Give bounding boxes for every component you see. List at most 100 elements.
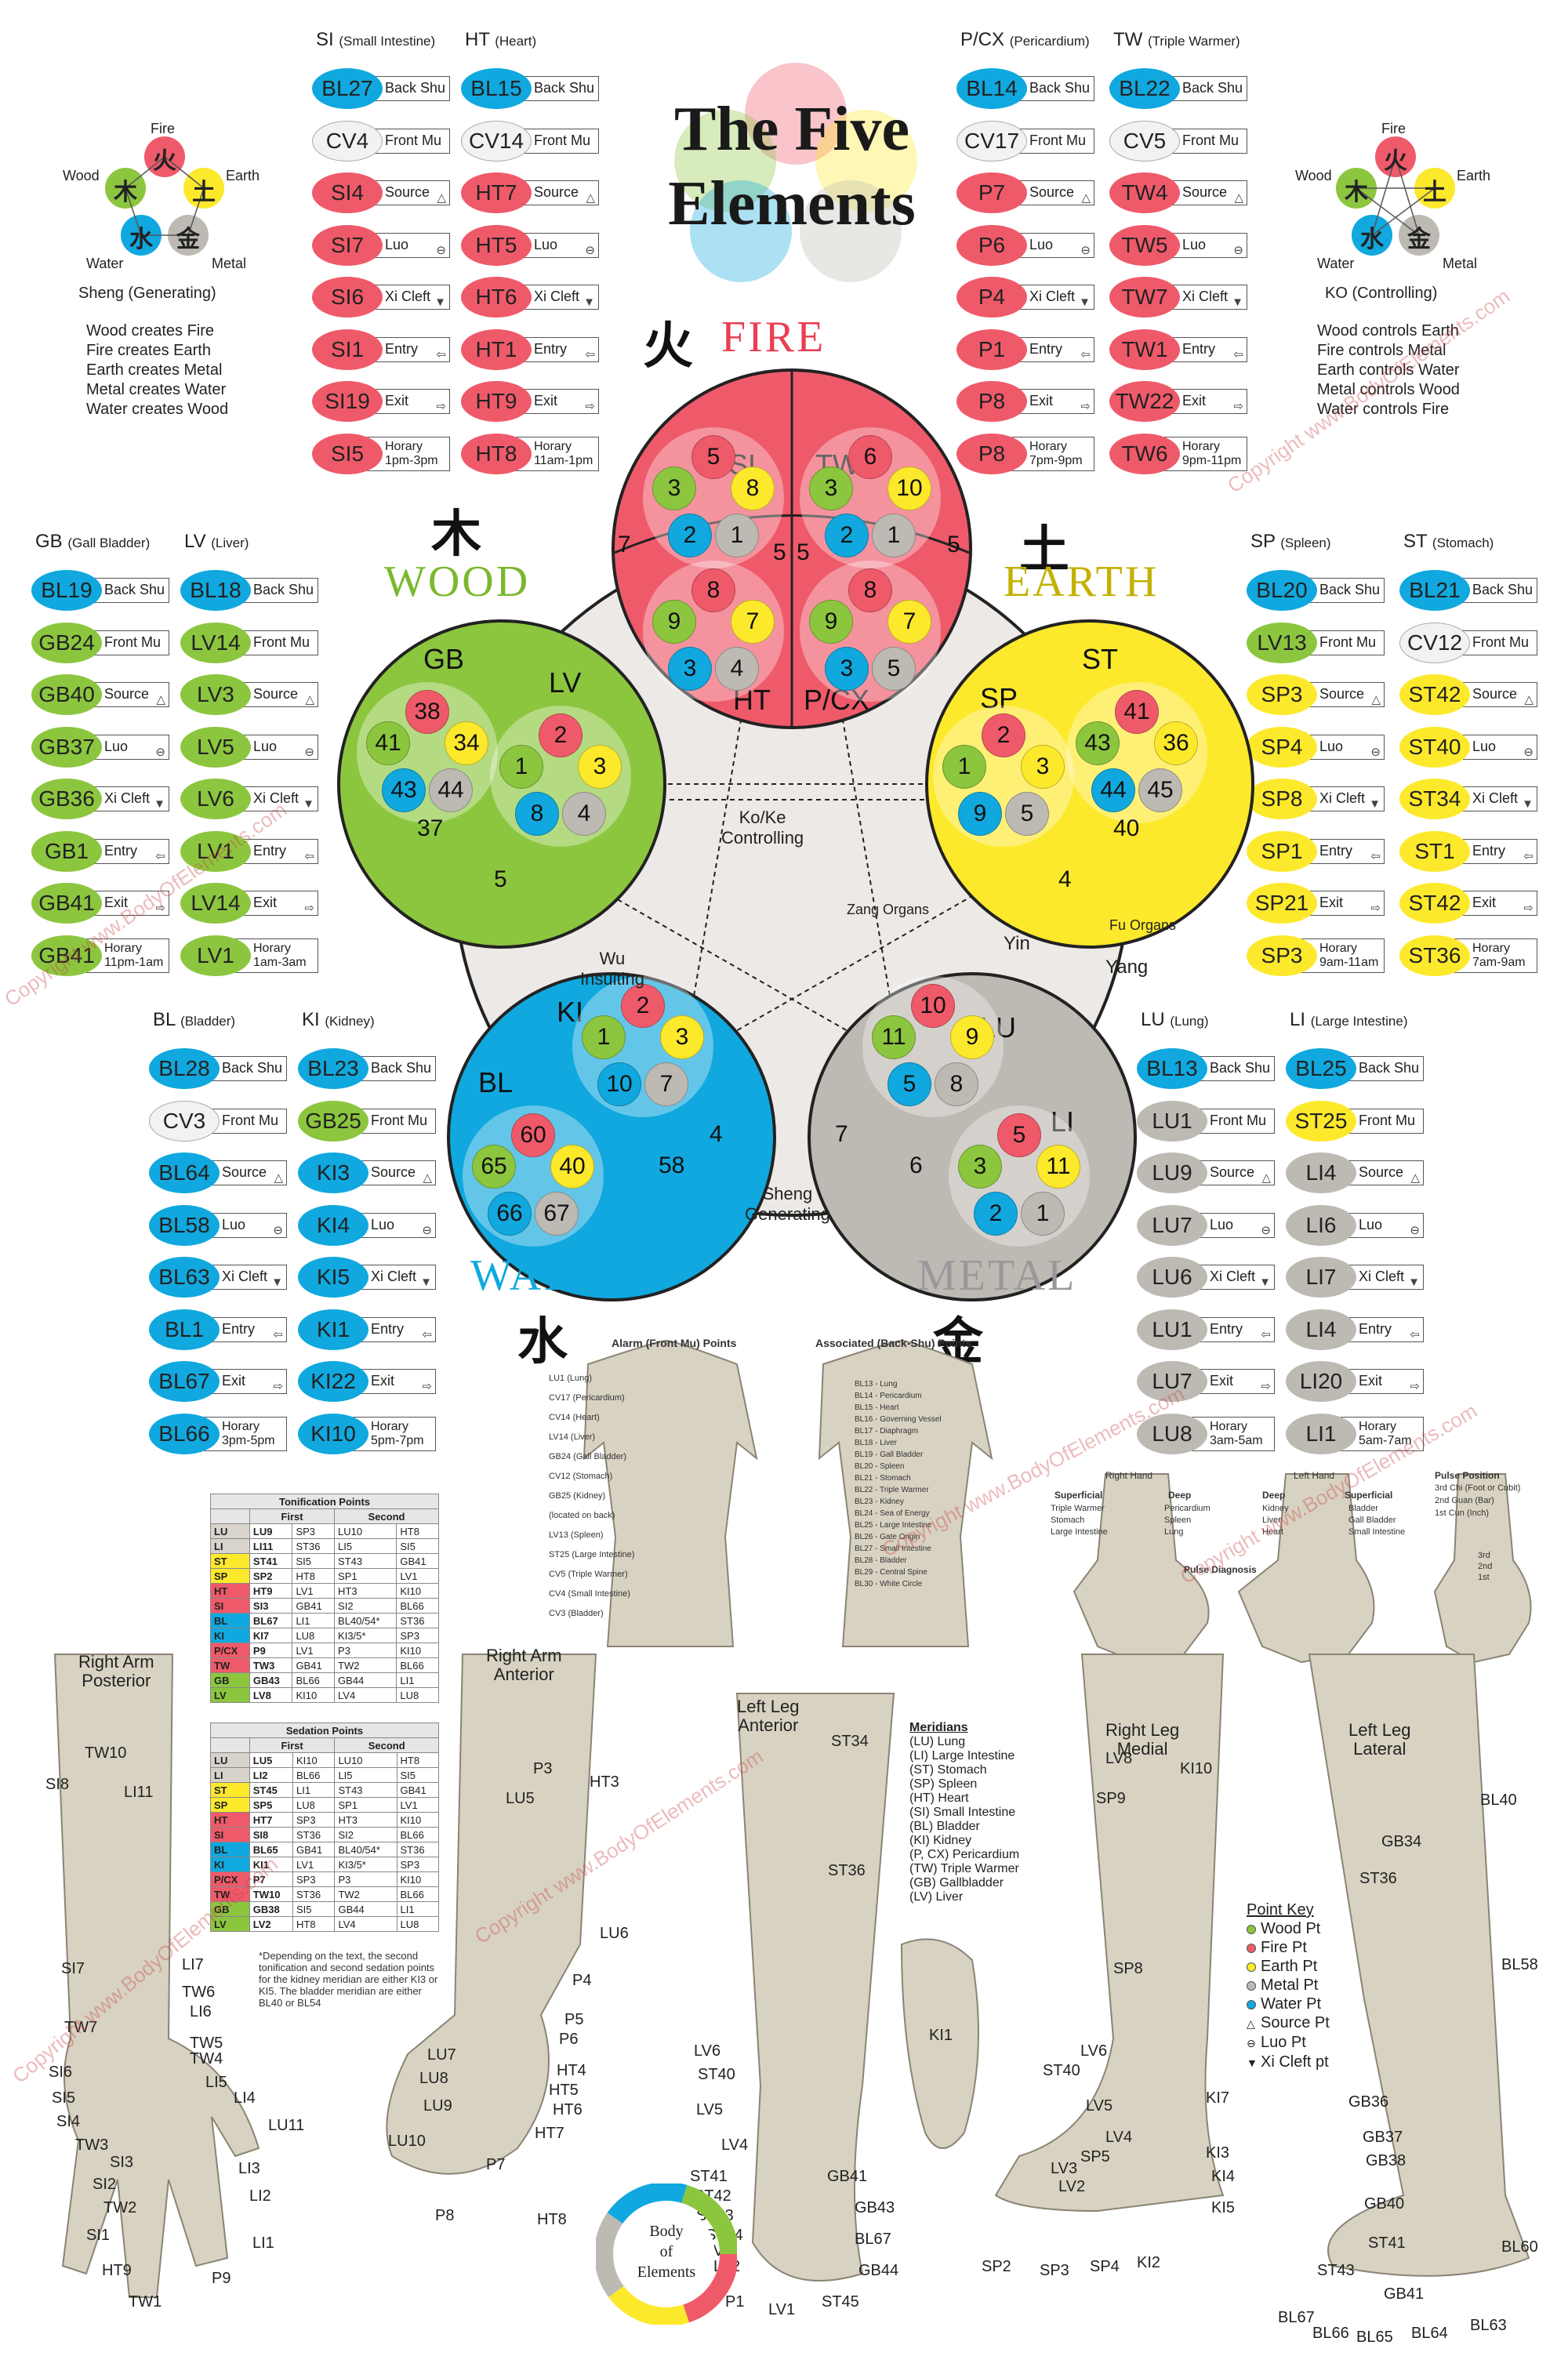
tonification-cell: HT9 xyxy=(249,1583,293,1599)
sp-num-4: 4 xyxy=(1058,866,1072,892)
point-row-lu-6: Entry⇦LU1 xyxy=(1137,1309,1275,1350)
point-pill-ki-4: KI4 xyxy=(298,1204,368,1246)
undefined-bl67: BL67 xyxy=(1278,2309,1315,2326)
point-pill-pc-1: BL14 xyxy=(956,68,1027,109)
back-shu-point-9: BL21 - Stomach xyxy=(855,1474,911,1483)
point-row-si-4: Luo⊖SI7 xyxy=(312,224,450,266)
point-pill-st-3: ST42 xyxy=(1399,674,1470,715)
pulse-right-hand: Right Hand xyxy=(1105,1470,1153,1481)
point-key-title: Point Key xyxy=(1247,1901,1314,1919)
tonification-cell: SP3 xyxy=(396,1628,439,1643)
point-label-text-si-6: Entry xyxy=(385,340,419,357)
undefined-ki10: KI10 xyxy=(1180,1760,1213,1777)
undefined-li11: LI11 xyxy=(124,1784,154,1801)
point-row-sp-6: Entry⇦SP1 xyxy=(1247,830,1385,872)
ko-label-metal: Metal xyxy=(1443,256,1478,271)
point-symbol-li-6: ⇦ xyxy=(1410,1327,1420,1341)
tonification-cell: GB xyxy=(210,1672,250,1688)
point-label-text-lv-3: Source xyxy=(253,686,299,702)
point-pill-tw-4: TW5 xyxy=(1109,224,1180,266)
point-row-li-7: Exit⇨LI20 xyxy=(1286,1361,1424,1402)
mini-point-si-wood: 3 xyxy=(652,466,696,510)
undefined-st40: ST40 xyxy=(698,2066,735,2083)
undefined-st45: ST45 xyxy=(822,2293,859,2311)
point-row-ki-3: Source△KI3 xyxy=(298,1153,436,1193)
undefined-st34: ST34 xyxy=(831,1733,869,1750)
mini-point-st-wood: 43 xyxy=(1076,721,1120,765)
point-label-text-ht-5: Xi Cleft xyxy=(534,289,580,304)
point-label-text-li-1: Back Shu xyxy=(1359,1060,1420,1076)
mini-point-sp-earth: 3 xyxy=(1021,745,1065,789)
point-label-text-lv-2: Front Mu xyxy=(253,633,310,650)
undefined-li5: LI5 xyxy=(205,2074,227,2091)
point-symbol-bl-6: ⇦ xyxy=(273,1327,283,1341)
point-row-li-5: Xi Cleft▼LI7 xyxy=(1286,1257,1424,1298)
tonification-cell: HT8 xyxy=(396,1523,439,1539)
point-pill-tw-8: TW6 xyxy=(1109,433,1180,474)
point-key-symbol-7: ⊖ xyxy=(1247,2037,1256,2049)
mini-point-gb-water: 43 xyxy=(382,768,426,812)
undefined-gb34: GB34 xyxy=(1381,1833,1422,1850)
alarm-point-13: CV3 (Bladder) xyxy=(549,1609,604,1618)
sedation-cell: LV xyxy=(210,1916,250,1932)
point-label-text-bl-4: Luo xyxy=(222,1216,246,1232)
point-key-symbol-6: △ xyxy=(1247,2017,1255,2030)
point-label-si-5: Xi Cleft▼ xyxy=(367,285,450,310)
back-shu-point-17: BL29 - Central Spine xyxy=(855,1568,927,1577)
meridian-header-gb: GB (Gall Bladder) xyxy=(35,531,150,553)
mini-point-ht-earth: 7 xyxy=(731,600,775,644)
sheng-rule-3: Earth creates Metal xyxy=(86,361,223,379)
point-pill-pc-7: P8 xyxy=(956,381,1027,422)
point-pill-bl-4: BL58 xyxy=(149,1204,220,1246)
meridian-header-bl: BL (Bladder) xyxy=(153,1009,235,1031)
sheng-label-fire: Fire xyxy=(151,121,175,136)
mini-point-bl-earth: 40 xyxy=(550,1145,594,1189)
point-row-bl-7: Exit⇨BL67 xyxy=(149,1361,287,1402)
point-label-text-tw-7: Exit xyxy=(1182,393,1207,408)
point-label-text-li-5: Xi Cleft xyxy=(1359,1269,1405,1284)
point-label-text-li-2: Front Mu xyxy=(1359,1112,1416,1128)
point-pill-st-5: ST34 xyxy=(1399,779,1470,819)
undefined-ht8: HT8 xyxy=(537,2211,567,2228)
sedation-cell: HT8 xyxy=(292,1916,336,1932)
point-label-text-ki-3: Source xyxy=(371,1164,416,1180)
foot-point-ki1: KI1 xyxy=(929,2027,953,2044)
point-row-ki-5: Xi Cleft▼KI5 xyxy=(298,1257,436,1298)
point-label-text-tw-2: Front Mu xyxy=(1182,132,1240,148)
point-row-lv-5: Xi Cleft▼LV6 xyxy=(180,779,318,819)
point-label-text-li-8: Horary xyxy=(1359,1419,1397,1433)
tonification-cell: SI5 xyxy=(292,1553,336,1569)
mini-point-lv-metal: 4 xyxy=(562,792,606,836)
point-row-pc-6: Entry⇦P1 xyxy=(956,329,1094,370)
tonification-cell: HT8 xyxy=(292,1568,336,1584)
undefined-ht7: HT7 xyxy=(535,2125,564,2142)
meridian-list-item-10: (TW) Triple Warmer xyxy=(909,1862,1019,1875)
meridian-name-gb: GB xyxy=(35,531,63,552)
tonification-cell: LV4 xyxy=(334,1687,397,1703)
point-pill-st-2: CV12 xyxy=(1399,622,1470,663)
point-symbol-pc-4: ⊖ xyxy=(1080,243,1091,257)
undefined-sp4: SP4 xyxy=(1090,2258,1120,2275)
point-label-text-pc-3: Source xyxy=(1029,184,1075,200)
tonification-cell: SP1 xyxy=(334,1568,397,1584)
point-pill-si-1: BL27 xyxy=(312,68,383,109)
meridian-header-pc: P/CX (Pericardium) xyxy=(960,29,1090,51)
point-hours-ki: 5pm-7pm xyxy=(371,1433,424,1447)
mini-point-ki-metal: 7 xyxy=(644,1062,688,1106)
point-pill-sp-8: SP3 xyxy=(1247,935,1317,976)
point-symbol-si-5: ▼ xyxy=(434,296,446,309)
undefined-bl58: BL58 xyxy=(1501,1956,1538,1973)
point-row-tw-3: Source△TW4 xyxy=(1109,172,1247,213)
point-key-swatch-metal xyxy=(1247,1980,1256,1991)
fire-glyph: 火 xyxy=(643,318,693,374)
point-pill-si-6: SI1 xyxy=(312,329,383,370)
